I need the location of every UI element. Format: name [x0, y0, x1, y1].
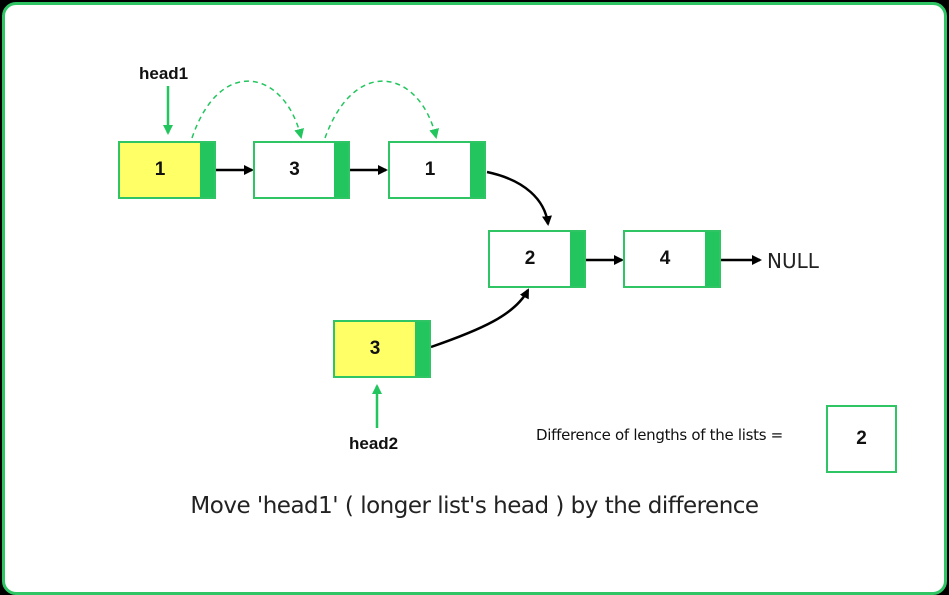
- shared-node-1: 2: [488, 230, 586, 288]
- hop-arc-1: [191, 80, 304, 139]
- node-next-pointer: [470, 143, 484, 197]
- list1-node-1: 1: [118, 141, 216, 199]
- node-next-pointer: [705, 232, 719, 286]
- arrow-l2-to-shared: [430, 288, 530, 349]
- node-next-pointer: [570, 232, 584, 286]
- node-value: 2: [524, 248, 536, 269]
- difference-label: Difference of lengths of the lists =: [536, 426, 783, 444]
- node-value: 3: [369, 338, 381, 359]
- shared-node-2: 4: [623, 230, 721, 288]
- list2-node-1: 3: [333, 320, 431, 378]
- node-value: 4: [659, 248, 671, 269]
- node-value: 1: [424, 159, 436, 180]
- head2-label: head2: [349, 434, 399, 453]
- node-next-pointer: [334, 143, 348, 197]
- node-value: 1: [154, 159, 166, 180]
- list1-node-3: 1: [388, 141, 486, 199]
- node-value: 3: [289, 159, 300, 180]
- head1-label: head1: [139, 64, 189, 83]
- caption: Move 'head1' ( longer list's head ) by t…: [190, 493, 759, 519]
- node-next-pointer: [415, 322, 429, 376]
- node-next-pointer: [200, 143, 214, 197]
- difference-value-box: 2: [826, 405, 897, 473]
- list1-node-2: 3: [253, 141, 350, 199]
- arrow-l1-to-shared: [486, 170, 552, 226]
- hop-arc-2: [324, 80, 439, 139]
- null-terminator: NULL: [767, 249, 819, 273]
